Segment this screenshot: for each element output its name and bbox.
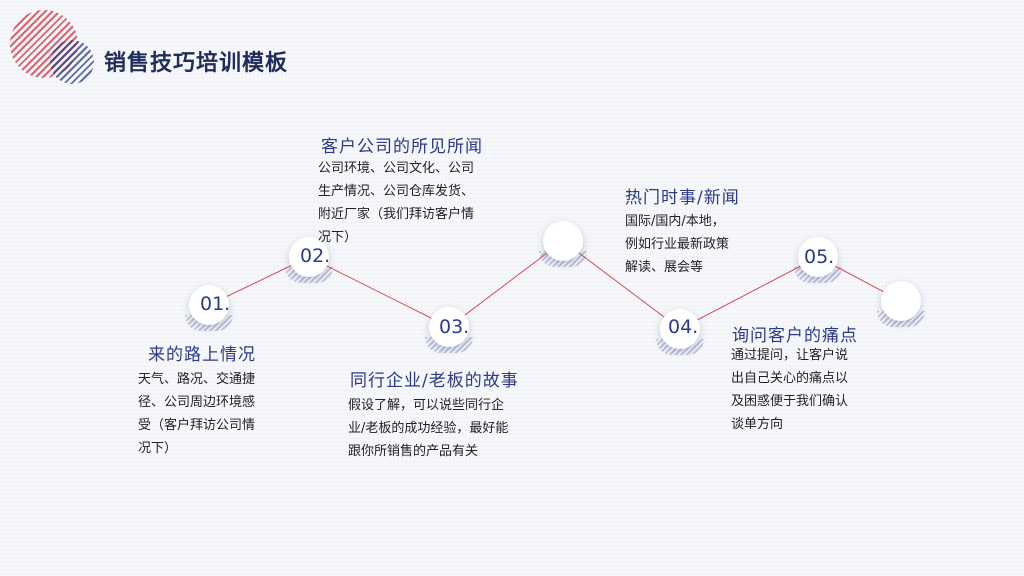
decorative-circles-logo xyxy=(10,10,94,84)
item-5-line-2: 出自己关心的痛点以 xyxy=(731,371,849,386)
node-label-1: 01. xyxy=(200,293,231,315)
item-2-line-1: 公司环境、公司文化、公司 xyxy=(318,161,475,176)
item-1-line-3: 受（客户拜访公司情 xyxy=(138,418,256,433)
item-1-line-1: 天气、路况、交通捷 xyxy=(138,372,256,387)
item-1-line-4: 况下） xyxy=(138,441,178,456)
item-2-line-3: 附近厂家（我们拜访客户情 xyxy=(318,207,475,222)
item-body-1: 天气、路况、交通捷 径、公司周边环境感 受（客户拜访公司情 况下） xyxy=(138,368,255,460)
item-2-line-2: 生产情况、公司仓库发货、 xyxy=(318,184,475,199)
page-title: 销售技巧培训模板 xyxy=(104,51,289,76)
item-5-line-3: 及困惑便于我们确认 xyxy=(731,394,849,409)
item-3-line-1: 假设了解，可以说些同行企 xyxy=(348,398,505,413)
item-body-2: 公司环境、公司文化、公司 生产情况、公司仓库发货、 附近厂家（我们拜访客户情 况… xyxy=(318,157,474,249)
item-heading-4: 热门时事/新闻 xyxy=(625,188,740,208)
item-4-line-1: 国际/国内/本地， xyxy=(625,214,725,229)
timeline-node-blank-2 xyxy=(877,281,925,327)
node-label-4: 04. xyxy=(668,316,699,338)
item-3-line-2: 业/老板的成功经验，最好能 xyxy=(348,421,509,436)
item-body-5: 通过提问，让客户说 出自己关心的痛点以 及困惑便于我们确认 谈单方向 xyxy=(731,344,848,436)
item-heading-2: 客户公司的所见所闻 xyxy=(321,137,483,157)
timeline-node-blank-1 xyxy=(539,221,587,267)
item-2-line-4: 况下） xyxy=(318,230,358,245)
item-4-line-3: 解读、展会等 xyxy=(625,260,704,275)
item-body-3: 假设了解，可以说些同行企 业/老板的成功经验，最好能 跟你所销售的产品有关 xyxy=(348,394,508,463)
item-heading-3: 同行企业/老板的故事 xyxy=(350,371,519,391)
node-label-5: 05. xyxy=(804,246,835,268)
item-heading-1: 来的路上情况 xyxy=(148,345,256,365)
item-3-line-3: 跟你所销售的产品有关 xyxy=(348,444,479,459)
item-5-line-1: 通过提问，让客户说 xyxy=(731,348,849,363)
item-5-line-4: 谈单方向 xyxy=(731,417,784,432)
blue-striped-circle-icon xyxy=(50,40,94,84)
item-body-4: 国际/国内/本地， 例如行业最新政策 解读、展会等 xyxy=(625,210,729,279)
node-label-2: 02. xyxy=(300,245,331,267)
item-4-line-2: 例如行业最新政策 xyxy=(625,237,730,252)
node-label-3: 03. xyxy=(439,316,470,338)
item-1-line-2: 径、公司周边环境感 xyxy=(138,395,256,410)
item-heading-5: 询问客户的痛点 xyxy=(732,326,858,346)
